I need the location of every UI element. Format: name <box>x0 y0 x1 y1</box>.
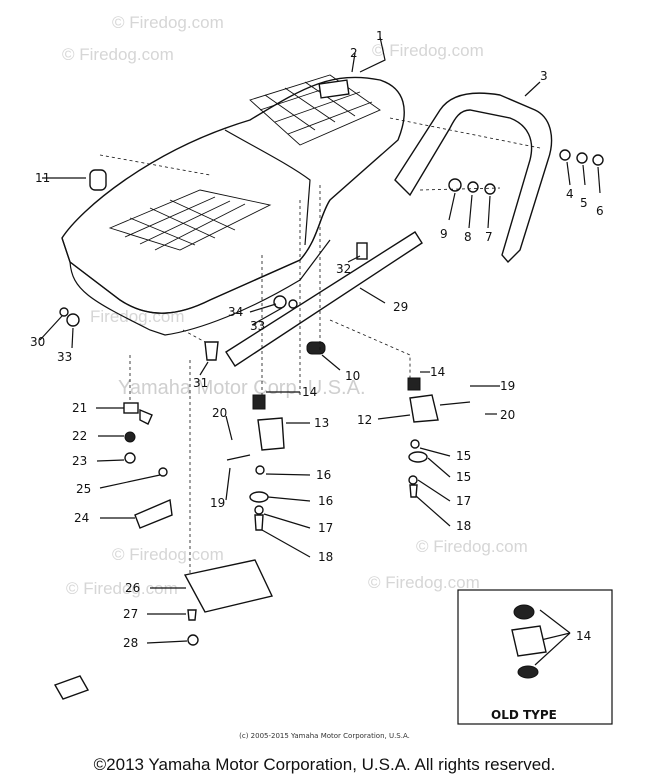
bolt-7 <box>484 183 496 195</box>
washer-33 <box>273 295 287 309</box>
bracket-24 <box>134 498 173 529</box>
copyright-small: (c) 2005-2015 Yamaha Motor Corporation, … <box>239 732 410 740</box>
bolt-31 <box>204 341 219 361</box>
old-type-title: OLD TYPE <box>491 708 557 722</box>
label-33: 33 <box>57 350 72 364</box>
label-3: 3 <box>540 69 548 83</box>
label-30: 30 <box>30 335 45 349</box>
washer-33 <box>66 313 80 327</box>
damper-14 <box>252 394 266 410</box>
label-17: 17 <box>456 494 471 508</box>
label-15: 15 <box>456 449 471 463</box>
firedog-watermark: © Firedog.com <box>372 41 484 60</box>
seat-lock-13 <box>257 417 285 451</box>
seat <box>61 74 405 336</box>
washer-8 <box>467 181 479 193</box>
pin-19 <box>439 401 471 406</box>
label-27: 27 <box>123 607 138 621</box>
washer-5 <box>576 152 588 164</box>
damper-14 <box>407 377 421 391</box>
label-7: 7 <box>485 230 493 244</box>
label-16: 16 <box>318 494 333 508</box>
label-20: 20 <box>500 408 515 422</box>
pin-19 <box>226 454 251 461</box>
label-5: 5 <box>580 196 588 210</box>
label-24: 24 <box>74 511 89 525</box>
label-9: 9 <box>440 227 448 241</box>
part-labels: 1 2 3 4 5 6 7 8 9 10 11 12 13 14 14 14 1… <box>30 29 604 650</box>
label-22: 22 <box>72 429 87 443</box>
label-12: 12 <box>357 413 372 427</box>
screw-34 <box>288 299 298 309</box>
label-14: 14 <box>576 629 591 643</box>
label-23: 23 <box>72 454 87 468</box>
label-2: 2 <box>350 46 358 60</box>
bolt-32 <box>356 242 368 260</box>
cover-26 <box>183 559 274 613</box>
label-18: 18 <box>456 519 471 533</box>
firedog-watermark: © Firedog.com <box>112 13 224 32</box>
seat-lock-12 <box>409 394 439 423</box>
key-lock-21 <box>123 402 139 414</box>
damper-11 <box>89 169 107 191</box>
screw-30 <box>59 307 69 317</box>
label-14: 14 <box>302 385 317 399</box>
label-1: 1 <box>376 29 384 43</box>
yamaha-watermark: Yamaha Motor Corp. U.S.A. <box>118 377 366 399</box>
label-13: 13 <box>314 416 329 430</box>
leader-lines <box>39 36 601 666</box>
label-16: 15 <box>456 470 471 484</box>
label-16: 16 <box>316 468 331 482</box>
label-34: 34 <box>228 305 243 319</box>
label-32: 32 <box>336 262 351 276</box>
seat-bracket <box>225 231 423 367</box>
label-4: 4 <box>566 187 574 201</box>
hardware-parts <box>53 149 604 700</box>
label-25: 25 <box>76 482 91 496</box>
nut-4 <box>559 149 571 161</box>
label-18: 18 <box>318 550 333 564</box>
nut-6 <box>592 154 604 166</box>
label-17: 17 <box>318 521 333 535</box>
label-14: 14 <box>430 365 445 379</box>
label-21: 21 <box>72 401 87 415</box>
label-19: 19 <box>210 496 225 510</box>
label-31: 31 <box>193 376 208 390</box>
grab-bar <box>394 92 553 264</box>
label-19: 19 <box>500 379 515 393</box>
label-33: 33 <box>250 319 265 333</box>
label-26: 26 <box>125 581 140 595</box>
old-type-inset: OLD TYPE <box>457 589 613 725</box>
label-28: 28 <box>123 636 138 650</box>
front-arrow <box>53 675 90 700</box>
nut-9 <box>448 178 462 192</box>
firedog-watermark: © Firedog.com <box>62 45 174 64</box>
label-6: 6 <box>596 204 604 218</box>
label-20: 20 <box>212 406 227 420</box>
firedog-watermark: © Firedog.com <box>368 573 480 592</box>
damper-10 <box>306 341 326 355</box>
label-29: 29 <box>393 300 408 314</box>
firedog-watermark: © Firedog.com <box>112 545 224 564</box>
label-11: 11 <box>35 171 50 185</box>
firedog-watermark: © Firedog.com <box>66 579 178 598</box>
copyright-footer: ©2013 Yamaha Motor Corporation, U.S.A. A… <box>93 755 556 774</box>
firedog-watermark: © Firedog.com <box>416 537 528 556</box>
label-10: 10 <box>345 369 360 383</box>
label-8: 8 <box>464 230 472 244</box>
